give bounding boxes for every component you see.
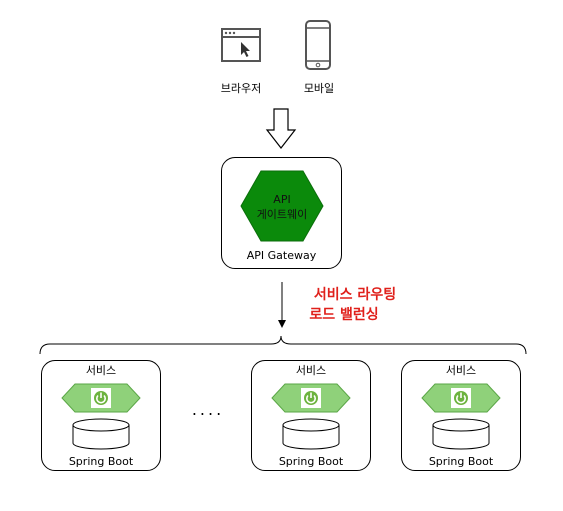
service-box-2 bbox=[251, 360, 371, 471]
mobile-icon bbox=[305, 20, 331, 70]
service-box-1 bbox=[41, 360, 161, 471]
mobile-label: 모바일 bbox=[303, 82, 335, 95]
service-caption-1: Spring Boot bbox=[68, 455, 134, 468]
browser-label: 브라우저 bbox=[220, 82, 262, 95]
api-gateway-hex-line2: 게이트웨이 bbox=[256, 208, 308, 221]
routing-line2: 로드 밸런싱 bbox=[309, 307, 379, 323]
down-arrow-icon bbox=[265, 108, 297, 149]
routing-line1: 서비스 라우팅 bbox=[313, 287, 397, 303]
service-caption-3: Spring Boot bbox=[428, 455, 494, 468]
service-hexagon-1 bbox=[61, 383, 141, 413]
database-icon-3 bbox=[432, 418, 490, 450]
curly-brace bbox=[39, 335, 527, 355]
api-gateway-hexagon bbox=[240, 170, 324, 242]
service-hexagon-3 bbox=[421, 383, 501, 413]
service-title-2: 서비스 bbox=[295, 364, 327, 377]
service-box-3 bbox=[401, 360, 521, 471]
database-icon-1 bbox=[72, 418, 130, 450]
service-hexagon-2 bbox=[271, 383, 351, 413]
service-title-3: 서비스 bbox=[445, 364, 477, 377]
service-title-1: 서비스 bbox=[85, 364, 117, 377]
browser-icon bbox=[221, 28, 261, 62]
routing-arrow bbox=[278, 282, 286, 328]
api-gateway-caption: API Gateway bbox=[246, 249, 317, 262]
api-gateway-hex-line1: API bbox=[273, 193, 291, 206]
service-caption-2: Spring Boot bbox=[278, 455, 344, 468]
ellipsis: .... bbox=[191, 400, 225, 419]
database-icon-2 bbox=[282, 418, 340, 450]
